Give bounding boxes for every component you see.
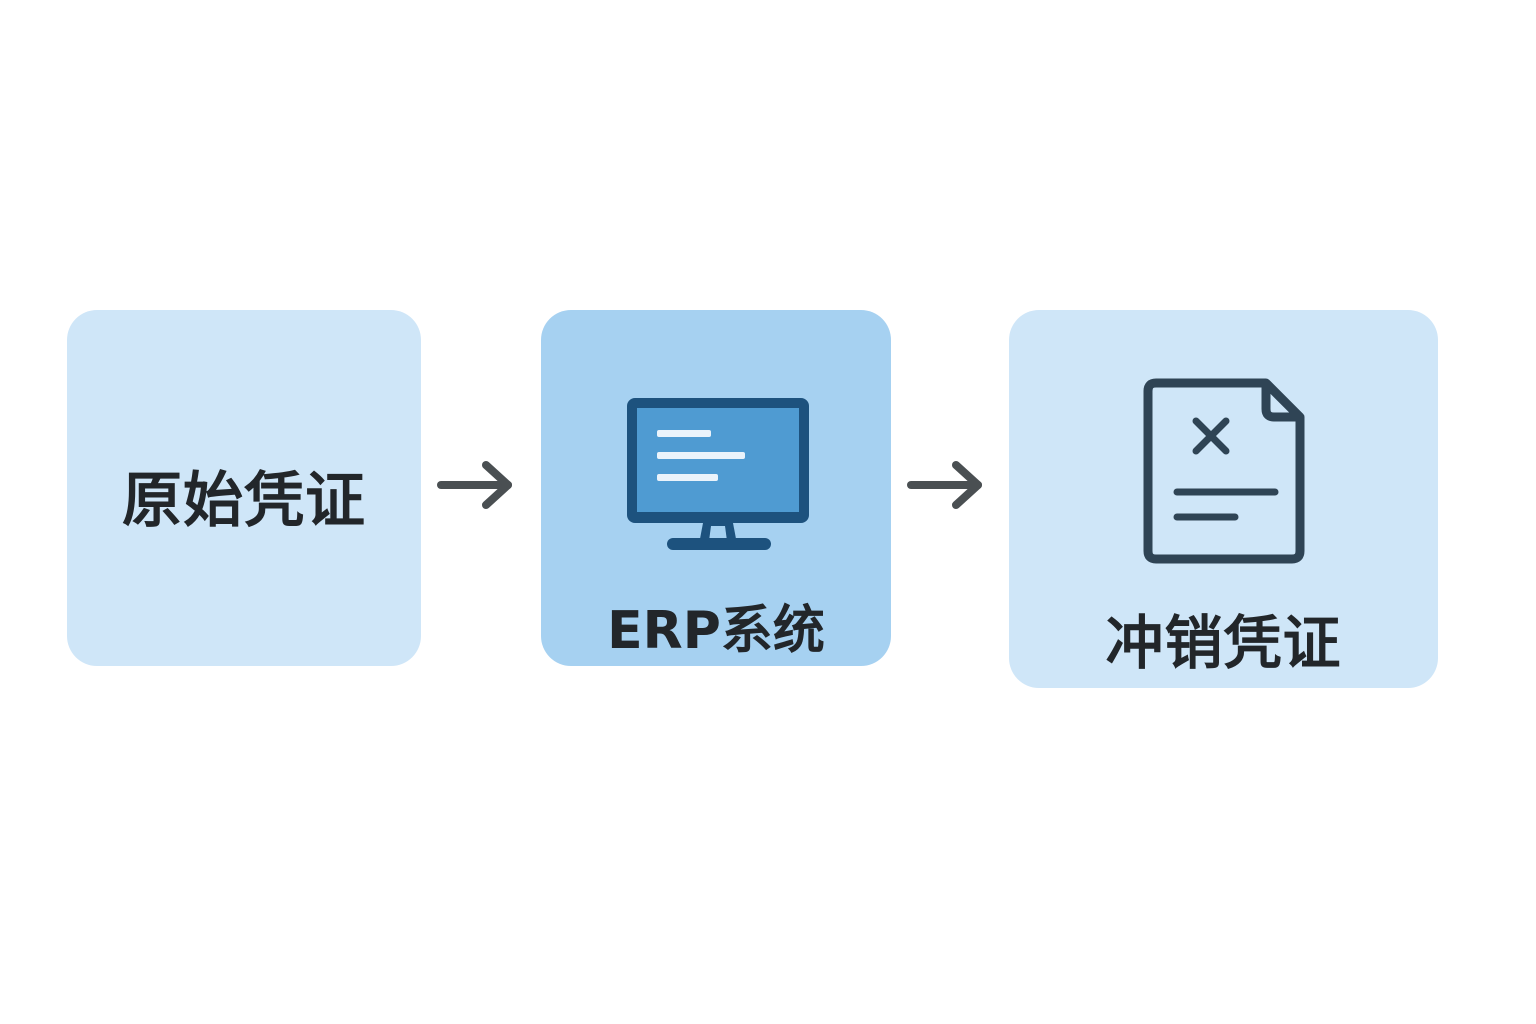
arrow-right-icon <box>907 461 982 509</box>
node-source-voucher: 原始凭证 <box>67 310 421 666</box>
node-label: 冲销凭证 <box>1105 609 1342 677</box>
node-reversal-voucher: 冲销凭证 <box>1009 310 1438 688</box>
monitor-icon <box>627 398 809 550</box>
arrow-right-icon <box>437 461 512 509</box>
document-x-icon <box>1143 378 1305 564</box>
node-label: ERP系统 <box>607 601 825 661</box>
node-erp-system: ERP系统 <box>541 310 891 666</box>
node-label: 原始凭证 <box>122 466 366 536</box>
